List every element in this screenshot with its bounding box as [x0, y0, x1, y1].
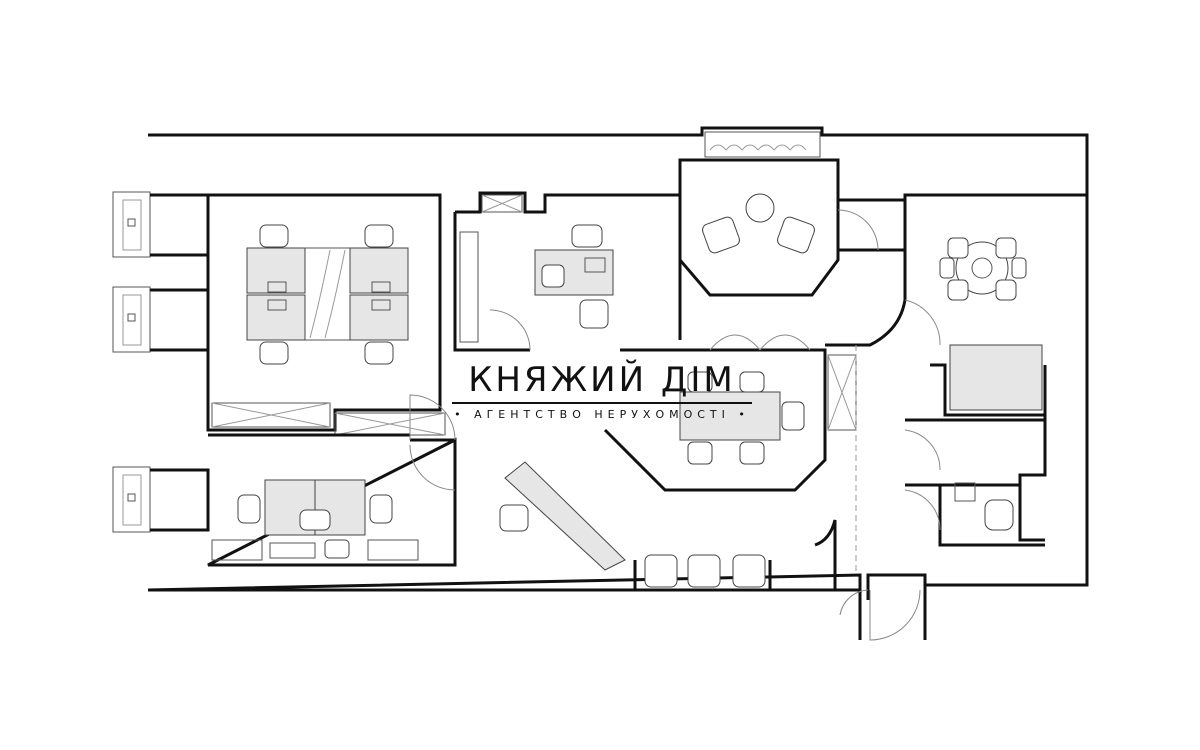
- office-top-left-wall: [206, 193, 442, 432]
- logo-title: КНЯЖИЙ ДІМ: [468, 360, 736, 400]
- reception-desk: [504, 461, 626, 571]
- logo-divider: [452, 402, 752, 404]
- entrance-wall: [858, 575, 927, 640]
- planter: [704, 131, 821, 158]
- office-mid-wall: [453, 191, 750, 352]
- workstation-mid: [534, 224, 614, 329]
- doors: [409, 209, 941, 641]
- waiting-chairs: [499, 504, 766, 588]
- lounge-furniture: [702, 193, 1027, 301]
- conference-table: [679, 371, 805, 465]
- left-windows: [112, 191, 210, 533]
- workstations-bottom-left: [211, 479, 419, 561]
- workstations-top-left: [246, 224, 409, 365]
- company-logo: КНЯЖИЙ ДІМ • АГЕНТСТВО НЕРУХОМОСТІ •: [452, 360, 752, 421]
- central-area-wall: [603, 348, 827, 492]
- logo-subtitle: • АГЕНТСТВО НЕРУХОМОСТІ •: [454, 408, 750, 421]
- meeting-room-wall: [678, 158, 840, 297]
